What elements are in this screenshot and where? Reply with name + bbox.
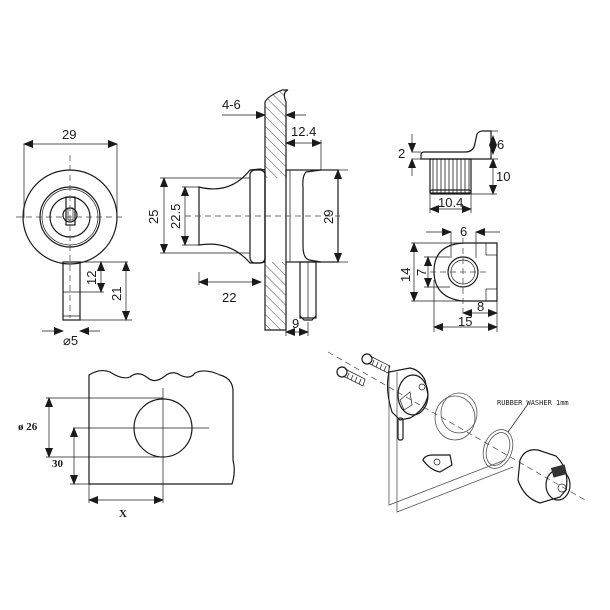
pin-total-label: 21 <box>109 287 124 301</box>
pin-length-label: 12 <box>84 271 99 285</box>
body-depth-label: 12.4 <box>291 124 316 139</box>
barrel-length-label: 22 <box>222 290 236 305</box>
height-label: 14 <box>398 268 413 282</box>
screw <box>361 353 391 374</box>
washer-note: RUBBER WASHER 1mm <box>497 399 569 407</box>
screw <box>336 366 366 387</box>
center-offset-label: 8 <box>477 299 484 314</box>
bore-label: 7 <box>414 269 429 276</box>
pin-offset-label: 9 <box>292 316 299 331</box>
panel-cutout: ø 26 30 X <box>18 369 235 520</box>
spline-width-label: 10.4 <box>438 195 463 210</box>
inner-diameter-label: 22.5 <box>168 204 183 229</box>
housing-height-label: 29 <box>321 210 336 224</box>
flange-label: 2 <box>398 146 405 161</box>
front-view: 29 12 21 ⌀5 <box>16 127 132 348</box>
hole-diameter-label: ø 26 <box>18 421 38 433</box>
panel-thickness-label: 4-6 <box>222 97 241 112</box>
outer-diameter-label: 25 <box>146 210 161 224</box>
tab-height-label: 6 <box>497 137 504 152</box>
length-label: 15 <box>458 314 472 329</box>
side-view: 4-6 12.4 25 22.5 29 <box>146 89 348 336</box>
spline-height-label: 10 <box>496 169 510 184</box>
front-width-label: 29 <box>62 127 76 142</box>
cam-detail: 2 6 10 10.4 6 14 <box>398 130 510 332</box>
exploded-view: RUBBER WASHER 1mm <box>327 351 586 513</box>
slot-width-label: 6 <box>460 224 467 239</box>
offset-label: X <box>119 508 127 520</box>
pin-diameter-label: ⌀5 <box>63 333 78 348</box>
center-height-label: 30 <box>52 458 64 470</box>
